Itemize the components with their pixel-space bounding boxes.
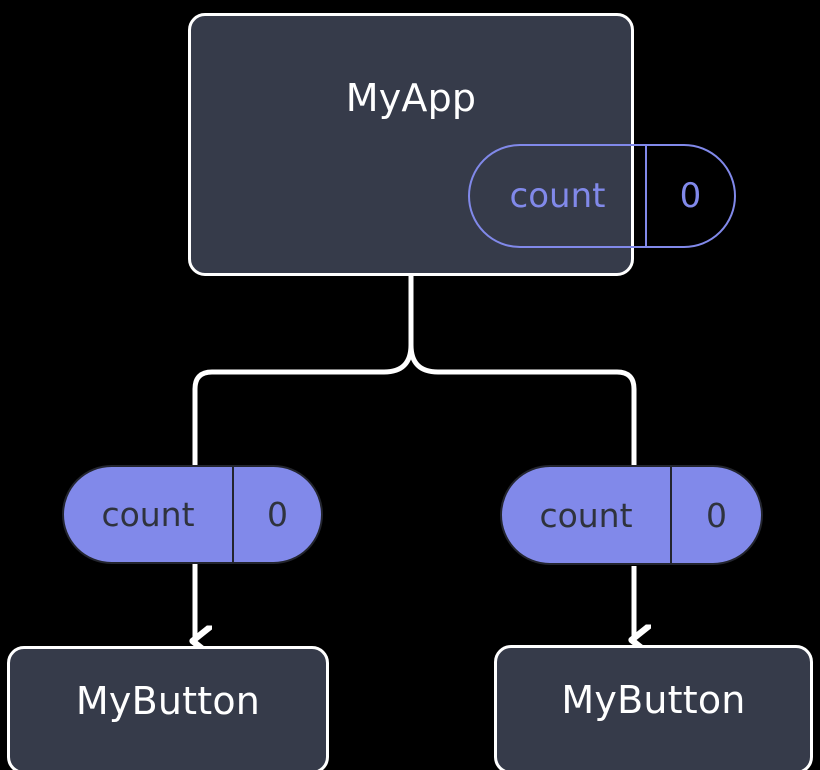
prop-pill-right-value: 0 bbox=[706, 495, 727, 535]
state-pill-myapp[interactable]: count 0 bbox=[468, 144, 736, 248]
component-label-mybutton-left: MyButton bbox=[75, 679, 261, 723]
prop-pill-left-key: count bbox=[64, 467, 234, 562]
prop-pill-right[interactable]: count 0 bbox=[500, 465, 763, 565]
component-box-mybutton-left[interactable]: MyButton bbox=[7, 646, 329, 770]
state-pill-myapp-value: 0 bbox=[679, 176, 702, 216]
prop-pill-left-value: 0 bbox=[267, 495, 288, 534]
component-label-myapp: MyApp bbox=[345, 76, 477, 120]
component-box-mybutton-right[interactable]: MyButton bbox=[494, 645, 813, 770]
prop-pill-right-key: count bbox=[502, 467, 672, 563]
component-box-myapp[interactable]: MyApp count 0 bbox=[188, 13, 736, 276]
component-label-mybutton-right: MyButton bbox=[561, 678, 746, 722]
state-pill-myapp-key: count bbox=[470, 146, 647, 246]
edge-myapp-to-branches bbox=[192, 272, 637, 468]
prop-pill-left[interactable]: count 0 bbox=[62, 465, 323, 564]
